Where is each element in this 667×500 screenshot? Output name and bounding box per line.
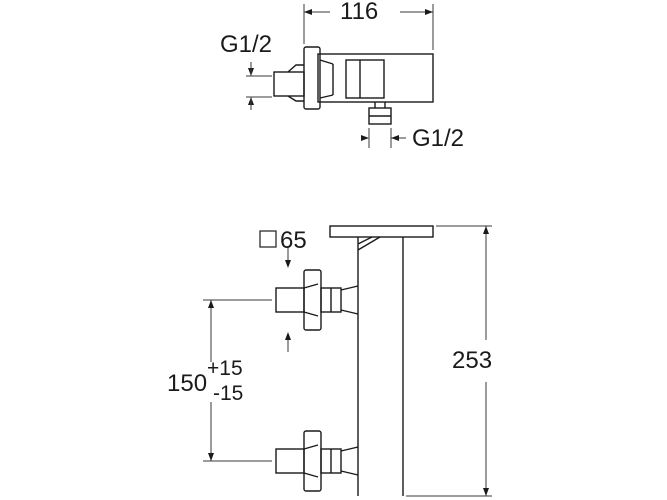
upper-connector-cap	[275, 287, 305, 313]
spacing-dim-arrow-top	[208, 300, 214, 308]
width-dim-arrow-left	[304, 9, 312, 15]
upper-rosette	[303, 269, 322, 331]
lower-connector-link	[340, 446, 359, 476]
top-view-body	[317, 53, 434, 103]
spacing-dim-arrow-bottom	[208, 453, 214, 461]
width-dim-arrow-right	[425, 9, 433, 15]
top-view-inlet-stub	[273, 71, 305, 97]
lower-rosette	[303, 430, 322, 492]
spacing-dimension-label: 150	[167, 370, 208, 397]
height-dim-arrow-top	[483, 226, 489, 234]
top-view-inlet-eccentric	[287, 64, 304, 102]
front-view-body	[357, 236, 404, 496]
top-view-cartridge	[345, 59, 385, 99]
top-view-arrows	[248, 9, 433, 141]
width-dimension-label: 116	[340, 0, 379, 25]
spacing-tolerance-plus: +15	[207, 357, 243, 380]
lower-connector	[275, 430, 359, 492]
front-view-arrows	[208, 226, 489, 496]
spacing-tolerance-minus: -15	[213, 382, 244, 405]
square-dim-arrow-top	[285, 260, 291, 268]
outlet-thread-arrow-right	[391, 135, 399, 141]
outlet-thread-label: G1/2	[412, 125, 465, 152]
top-view	[273, 46, 434, 125]
height-dimension-label: 253	[452, 347, 493, 374]
lower-connector-cone	[303, 444, 319, 478]
outlet-thread-arrow-left	[361, 135, 369, 141]
front-view-body-taper	[357, 236, 373, 245]
front-view-dimensions	[203, 225, 492, 497]
upper-connector-link	[340, 285, 359, 315]
lower-connector-cap	[275, 448, 305, 474]
square-dim-arrow-bottom	[285, 332, 291, 340]
front-view-shelf	[329, 225, 434, 238]
front-view	[275, 225, 434, 496]
upper-connector-cone	[303, 283, 319, 317]
top-view-body-collar	[319, 59, 334, 99]
height-dim-arrow-bottom	[483, 488, 489, 496]
upper-connector	[275, 269, 359, 331]
square-symbol-icon	[259, 230, 277, 248]
square-size-label: 65	[280, 227, 307, 254]
inlet-thread-label: G1/2	[220, 31, 273, 58]
